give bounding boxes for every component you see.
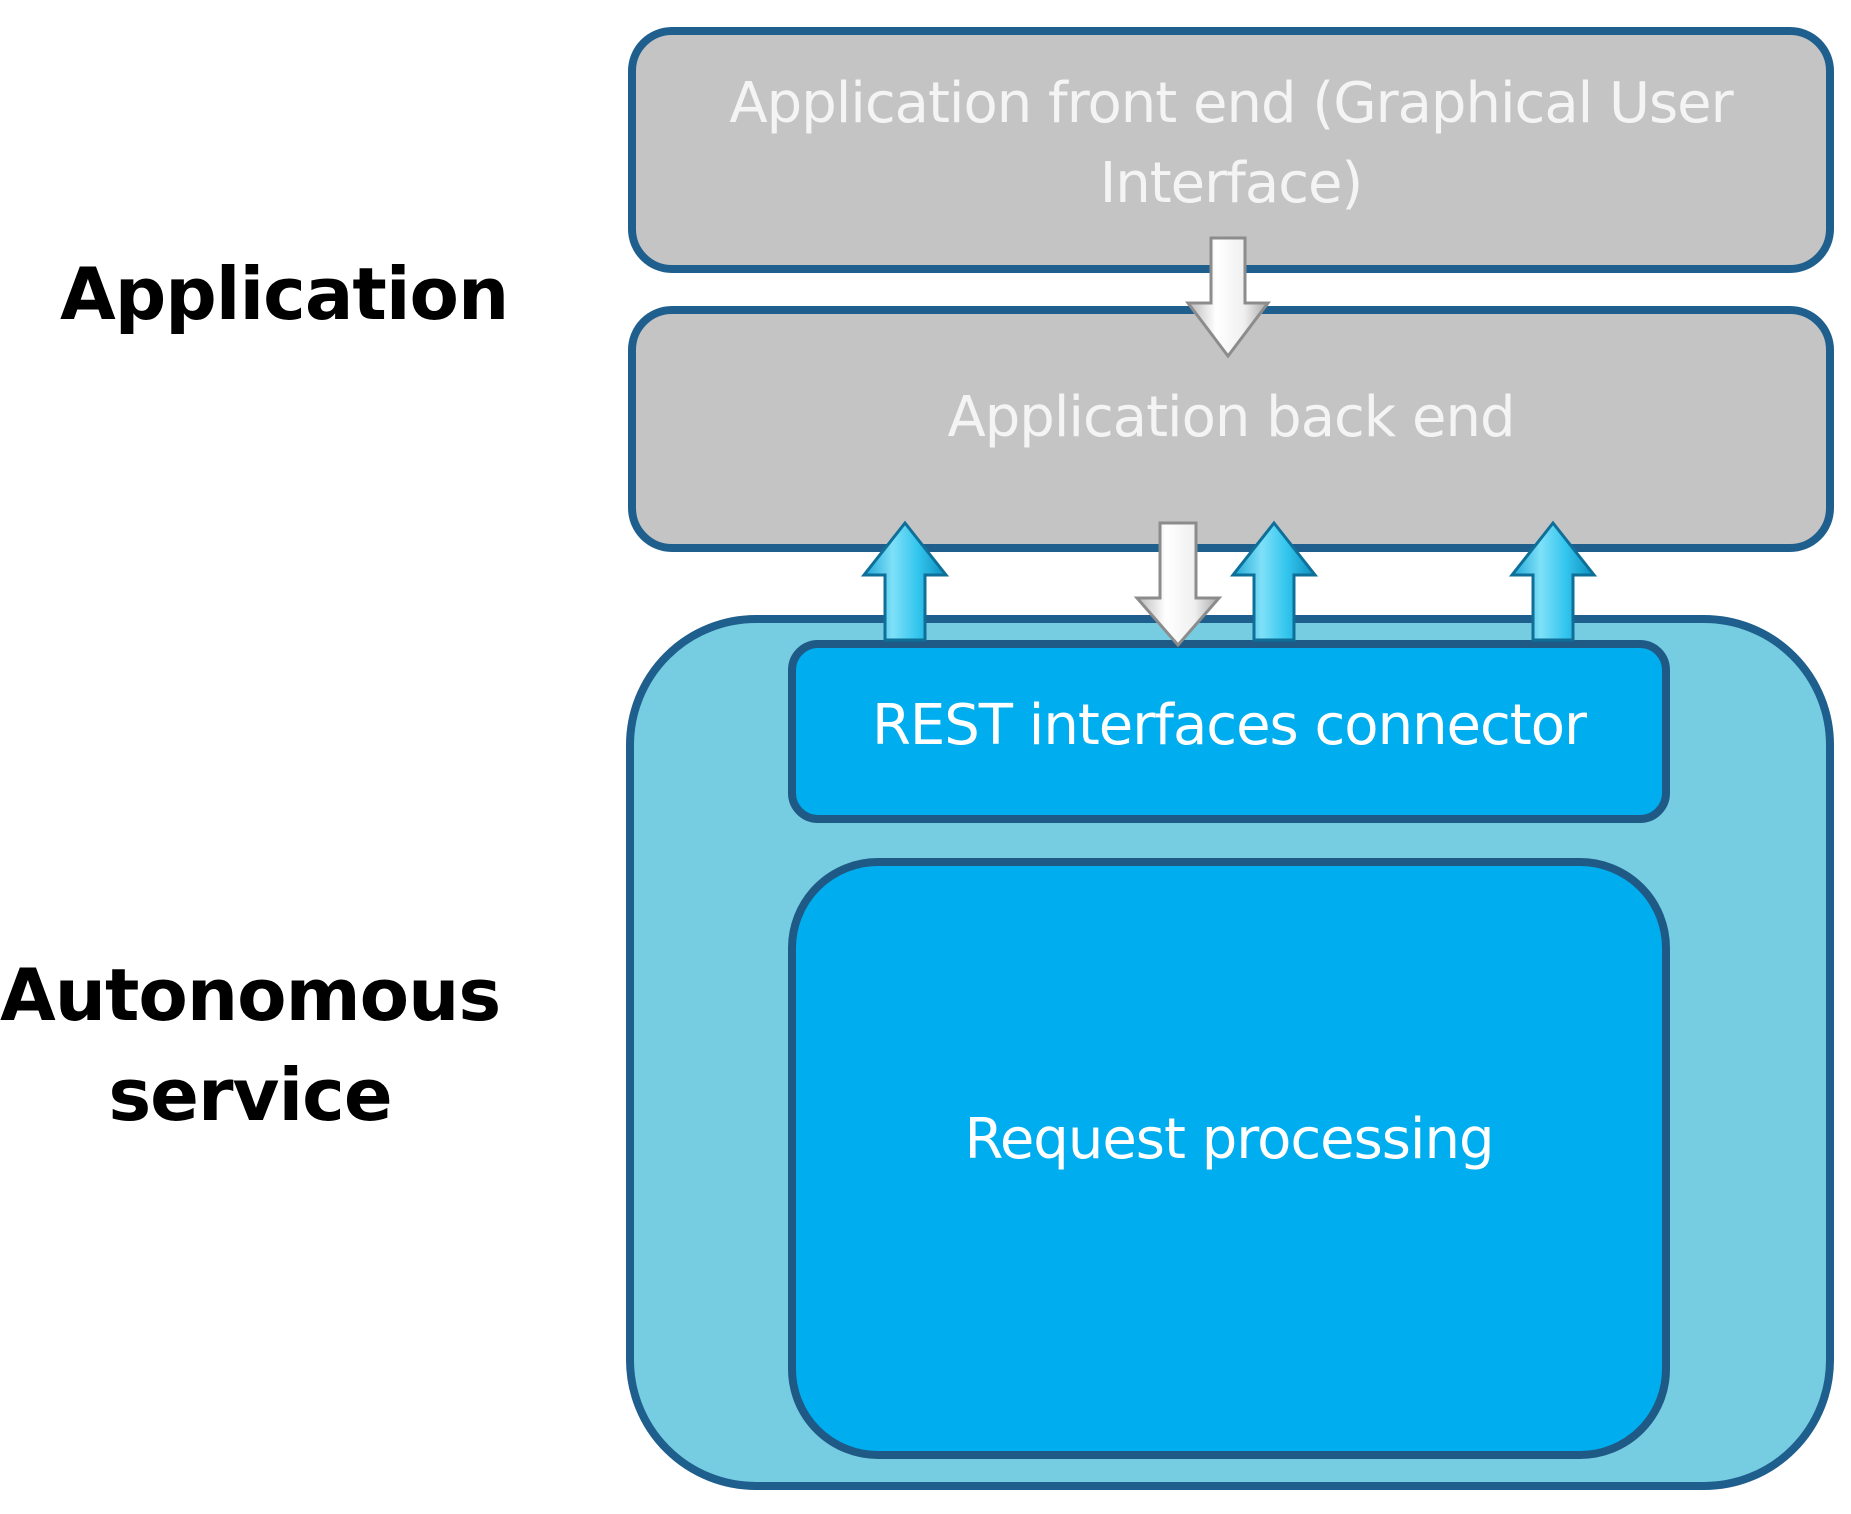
application-back-end-label: Application back end xyxy=(947,385,1515,450)
application-front-end-label: Application front end (Graphical User In… xyxy=(729,71,1733,216)
autonomous-service-layer-label: Autonomous service xyxy=(0,945,501,1145)
autonomous-service-label-line1: Autonomous xyxy=(0,953,501,1037)
rest-interfaces-connector-box: REST interfaces connector xyxy=(788,640,1670,823)
rest-interfaces-connector-label: REST interfaces connector xyxy=(871,692,1587,758)
application-front-end-box: Application front end (Graphical User In… xyxy=(628,27,1834,273)
application-back-end-box: Application back end xyxy=(628,306,1834,552)
request-processing-box: Request processing xyxy=(788,858,1670,1459)
request-processing-label: Request processing xyxy=(964,1106,1494,1172)
application-layer-label: Application xyxy=(60,252,509,336)
autonomous-service-label-line2: service xyxy=(108,1053,392,1137)
